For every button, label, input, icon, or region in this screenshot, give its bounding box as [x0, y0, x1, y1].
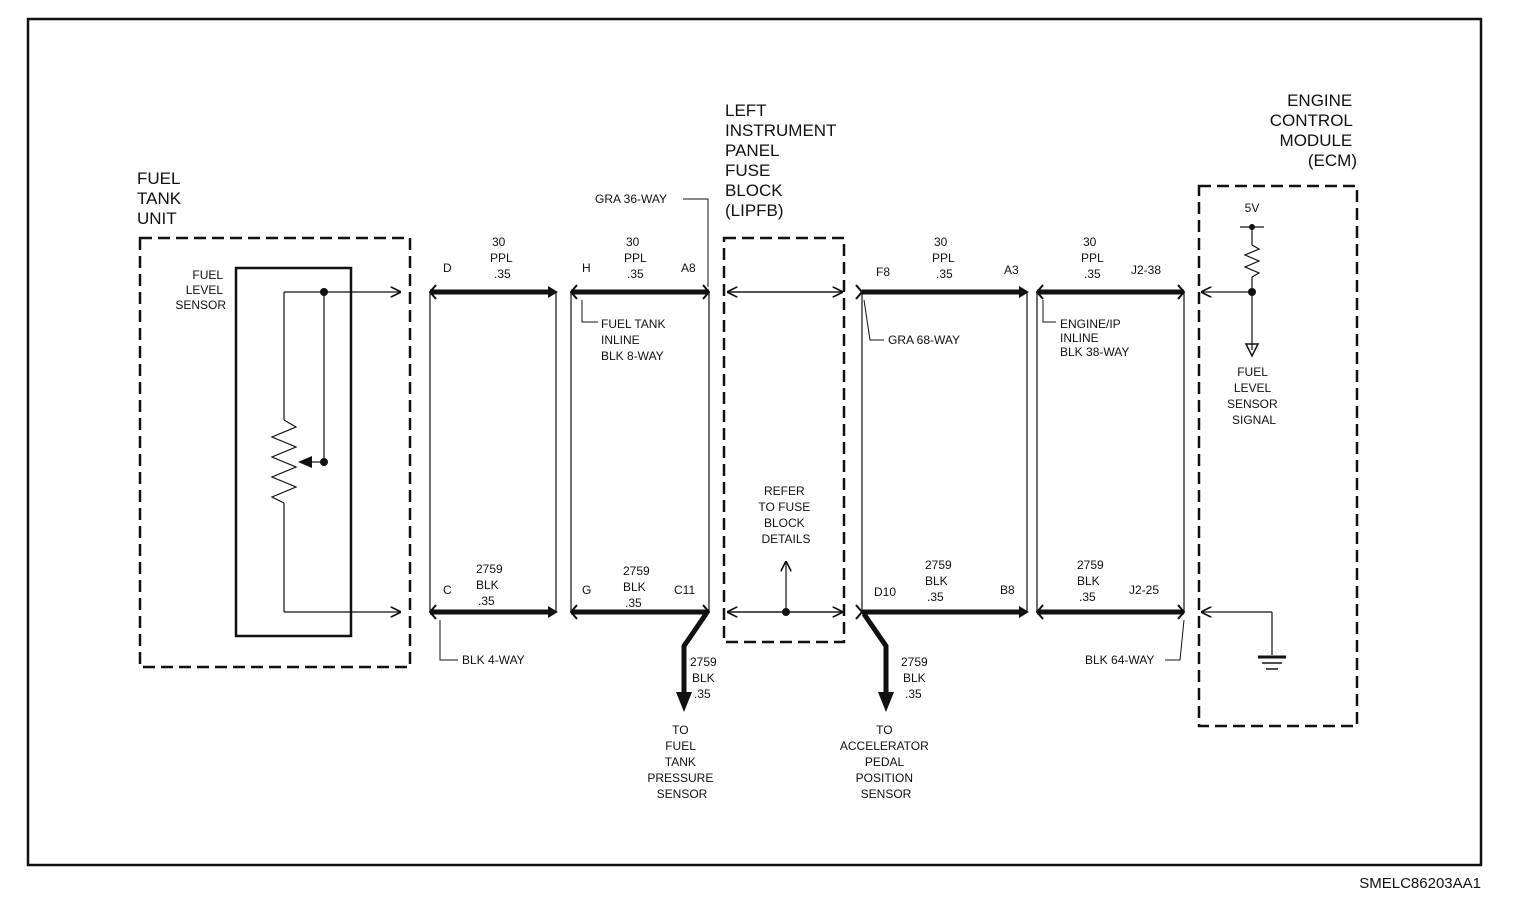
fuel-tank-unit-box — [138, 236, 412, 669]
pin-d: D — [443, 261, 452, 275]
dest-accelerator-pedal-position-sensor: TO ACCELERATOR PEDAL POSITION SENSOR — [840, 723, 932, 801]
wiper-arrow-icon — [298, 456, 312, 468]
dest-fuel-tank-pressure-sensor: TO FUEL TANK PRESSURE SENSOR — [647, 723, 716, 801]
connector-blk-64way: BLK 64-WAY — [1085, 653, 1154, 667]
connector-fuel-tank-inline: FUEL TANK INLINE BLK 8-WAY — [601, 317, 669, 363]
wire-spec-blk-1: 2759 BLK .35 — [476, 562, 506, 608]
refer-note: REFER TO FUSE BLOCK DETAILS — [758, 484, 813, 546]
pin-d10: D10 — [874, 585, 896, 599]
ecm-title: ENGINE CONTROL MODULE (ECM) — [1270, 91, 1357, 170]
lipfb-internal — [728, 292, 842, 616]
wire-spec-branch-pressure: 2759 BLK .35 — [690, 655, 720, 701]
wire-spec-blk-3: 2759 BLK .35 — [925, 558, 955, 604]
pin-h: H — [582, 261, 591, 275]
pin-a8: A8 — [681, 261, 696, 275]
wire-spec-blk-2: 2759 BLK .35 — [623, 564, 653, 610]
pin-a3: A3 — [1004, 263, 1019, 277]
signal-arrow-icon — [1244, 343, 1260, 358]
ecm-internal — [1202, 224, 1286, 670]
diagram-frame — [26, 17, 1483, 867]
pin-g: G — [582, 583, 591, 597]
lipfb-box — [722, 236, 846, 644]
wire-segments — [430, 286, 1184, 712]
pullup-resistor-icon — [1243, 244, 1261, 278]
ecm-voltage-label: 5V — [1245, 201, 1260, 215]
wire-spec-ppl-1: 30 PPL .35 — [490, 235, 516, 281]
wire-spec-blk-4: 2759 BLK .35 — [1077, 558, 1107, 604]
ecm-signal-label: FUEL LEVEL SENSOR SIGNAL — [1227, 365, 1281, 427]
wire-branch-accel — [861, 612, 889, 694]
connector-blk-4way: BLK 4-WAY — [462, 653, 525, 667]
wire-branch-pressure — [681, 612, 709, 694]
pin-c11: C11 — [674, 583, 695, 597]
wire-spec-ppl-4: 30 PPL .35 — [1081, 235, 1107, 281]
pin-b8: B8 — [1000, 583, 1015, 597]
connector-chevrons — [428, 284, 1186, 620]
connector-outlines — [429, 292, 1185, 612]
wire-spec-ppl-2: 30 PPL .35 — [624, 235, 650, 281]
pin-c: C — [443, 583, 452, 597]
figure-id: SMELC86203AA1 — [1359, 875, 1481, 892]
connector-gra-68way: GRA 68-WAY — [888, 333, 960, 347]
pin-f8: F8 — [876, 265, 890, 279]
connector-engine-ip-inline: ENGINE/IP INLINE BLK 38-WAY — [1060, 317, 1129, 359]
fuel-level-sensor-circuit — [270, 288, 400, 612]
lipfb-title: LEFT INSTRUMENT PANEL FUSE BLOCK (LIPFB) — [725, 101, 841, 220]
leader-lines — [439, 198, 1185, 661]
pin-j2-38: J2-38 — [1131, 263, 1161, 277]
fuel-level-sensor-label: FUEL LEVEL SENSOR — [175, 268, 226, 312]
connector-gra-36way: GRA 36-WAY — [595, 192, 667, 206]
ecm-box — [1197, 184, 1359, 728]
wire-spec-branch-accel: 2759 BLK .35 — [901, 655, 931, 701]
wire-spec-ppl-3: 30 PPL .35 — [932, 235, 958, 281]
fuel-level-sensor-box — [234, 266, 353, 638]
fuel-tank-unit-title: FUEL TANK UNIT — [137, 169, 186, 228]
resistor-icon — [270, 419, 298, 504]
pin-j2-25: J2-25 — [1129, 583, 1159, 597]
